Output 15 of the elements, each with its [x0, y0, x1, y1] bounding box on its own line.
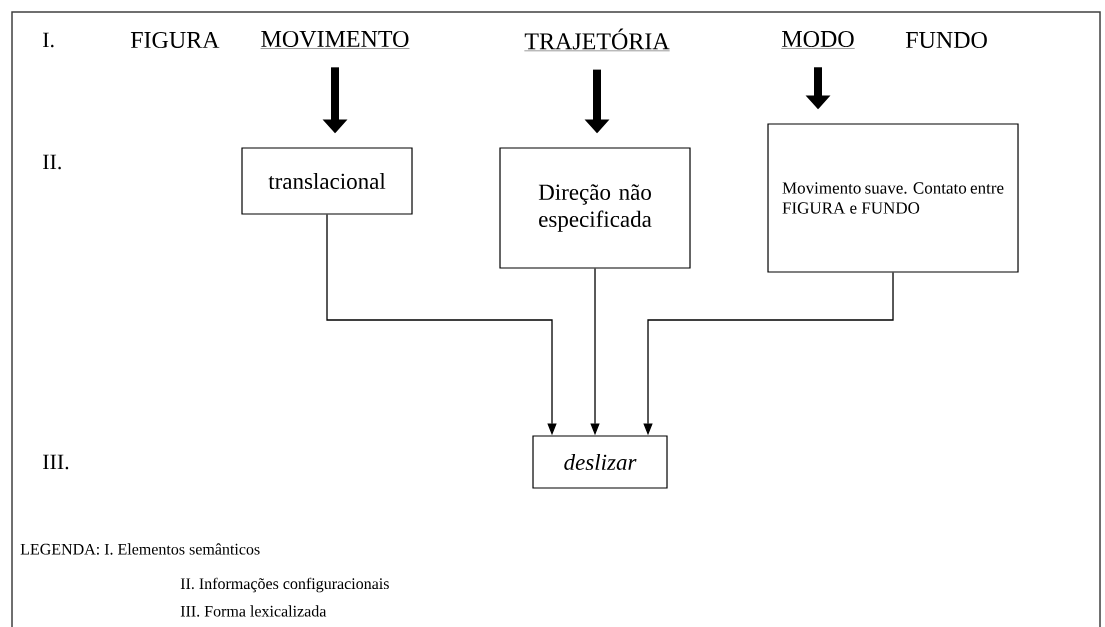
- underlined-heading: MODO: [781, 30, 855, 49]
- legend-text: II. Informações configuracionais: [180, 577, 389, 593]
- underlined-heading: MOVIMENTO: [260, 30, 410, 49]
- text-box: deslizar: [532, 435, 668, 489]
- text-box: Direção não especificada: [499, 147, 691, 269]
- legend-text: III. Forma lexicalizada: [180, 605, 327, 617]
- text-box: Movimento suave. Contato entre FIGURA e FUNDO: [767, 123, 1019, 273]
- heading-word: FIGURA: [130, 31, 220, 49]
- level-label: I.: [43, 32, 54, 48]
- text-box: translacional: [241, 147, 413, 215]
- legend-text: LEGENDA: I. Elementos semânticos: [20, 543, 260, 555]
- underlined-heading: TRAJETÓRIA: [524, 28, 670, 51]
- level-label: III.: [43, 454, 69, 470]
- level-label: II.: [43, 154, 61, 170]
- heading-word: FUNDO: [905, 31, 987, 49]
